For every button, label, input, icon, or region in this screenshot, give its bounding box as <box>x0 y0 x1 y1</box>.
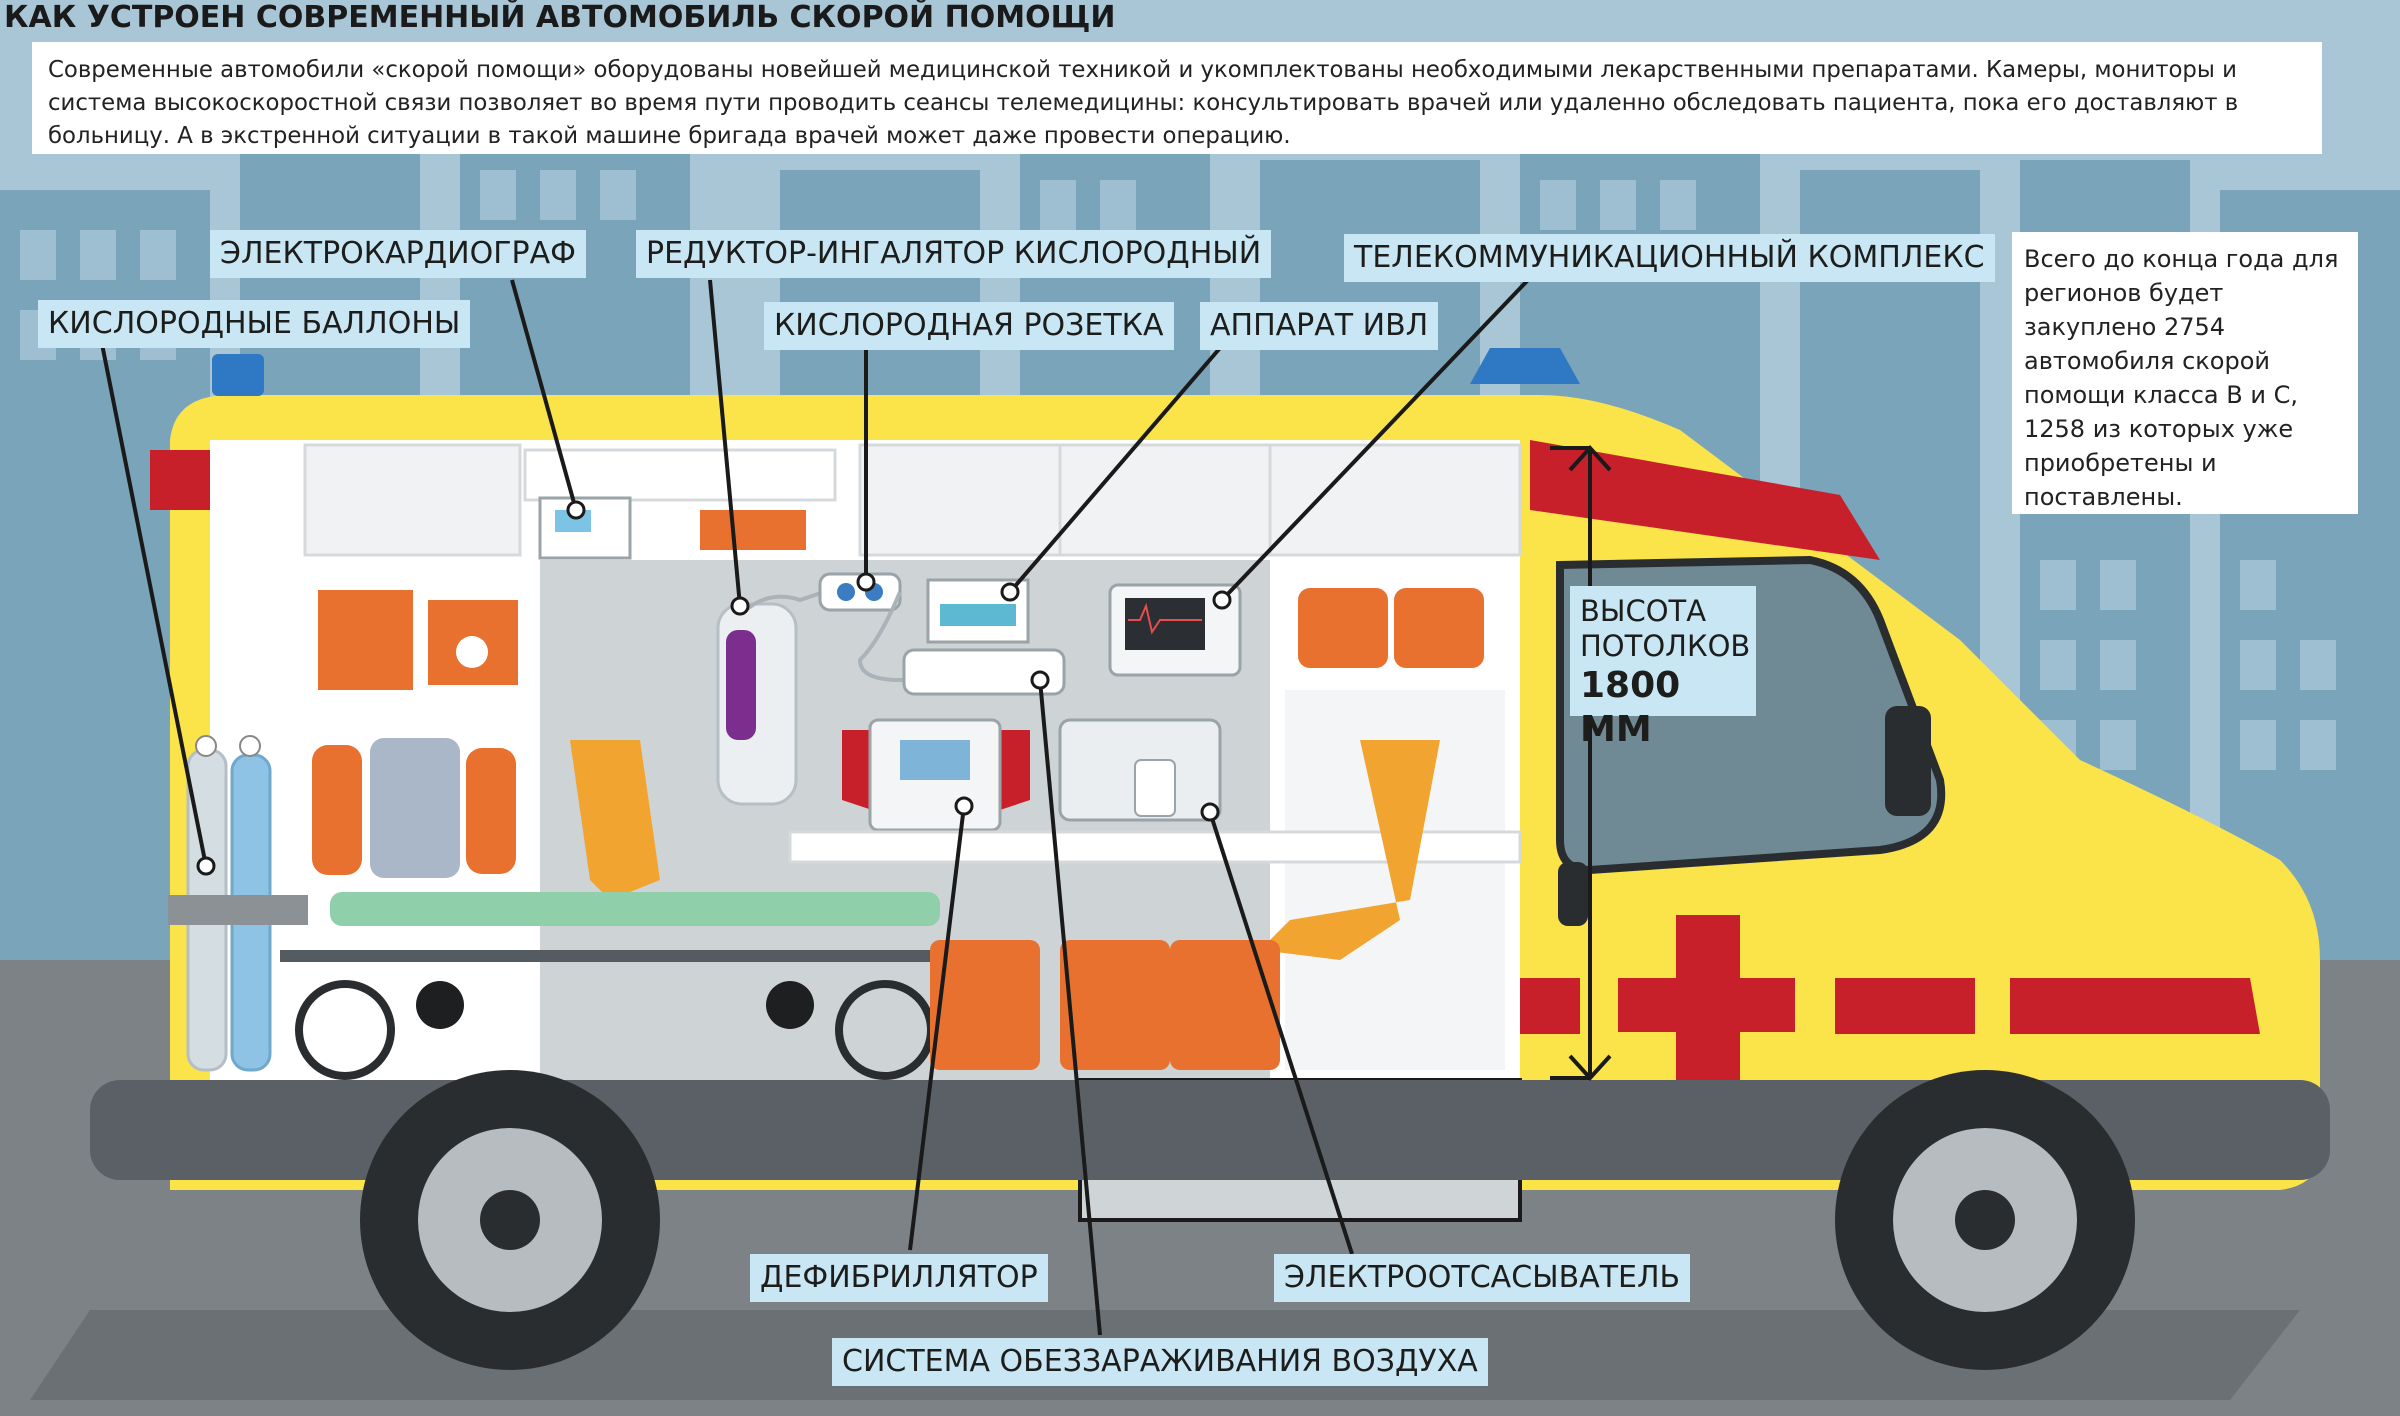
leader-telecom <box>1220 278 1530 602</box>
endpoint-dot <box>730 596 750 616</box>
label-air-disinfection: СИСТЕМА ОБЕЗЗАРАЖИВАНИЯ ВОЗДУХА <box>832 1338 1488 1386</box>
supply-box-shelf <box>700 510 806 550</box>
ecg-trace <box>1128 602 1202 635</box>
hose <box>744 588 831 612</box>
supply-bin <box>1170 940 1280 1070</box>
outlet-port <box>837 583 855 601</box>
label-telecom: ТЕЛЕКОММУНИКАЦИОННЫЙ КОМПЛЕКС <box>1344 234 1995 282</box>
endpoint-dot <box>196 856 216 876</box>
supply-roll-2 <box>466 748 516 874</box>
leader-ventilator <box>1008 346 1222 594</box>
door-handle <box>1558 862 1588 926</box>
endpoint-dot <box>954 796 974 816</box>
label-suction: ЭЛЕКТРООТСАСЫВАТЕЛЬ <box>1274 1254 1691 1302</box>
endpoint-dot <box>566 500 586 520</box>
defibrillator-paddle <box>1000 730 1030 810</box>
label-oxygen-regulator: РЕДУКТОР-ИНГАЛЯТОР КИСЛОРОДНЫЙ <box>636 230 1272 278</box>
leader-defibrillator <box>908 805 966 1251</box>
monitor-screen <box>1125 598 1205 650</box>
supply-bag-left <box>318 590 413 690</box>
cylinder-strap <box>168 895 308 925</box>
supply-bin <box>930 940 1040 1070</box>
leader-oxygen-regulator <box>708 279 742 607</box>
blanket <box>370 738 460 878</box>
supply-bin <box>1060 940 1170 1070</box>
red-stripe <box>1835 978 1975 1034</box>
label-ecg: ЭЛЕКТРОКАРДИОГРАФ <box>210 230 586 278</box>
side-mirror <box>1885 706 1931 816</box>
leader-air-disinfection <box>1038 679 1102 1336</box>
label-defibrillator: ДЕФИБРИЛЛЯТОР <box>750 1254 1048 1302</box>
gauge-icon <box>195 735 217 757</box>
supply-roll <box>312 745 362 875</box>
rear-wheel-hub <box>480 1190 540 1250</box>
stretcher-wheel <box>295 980 395 1080</box>
stretcher-hub <box>766 981 814 1029</box>
label-ventilator: АППАРАТ ИВЛ <box>1200 302 1439 350</box>
regulator-cylinder <box>726 630 756 740</box>
front-wheel-hub <box>1955 1190 2015 1250</box>
red-stripe-front <box>2010 978 2260 1034</box>
stretcher-hub <box>416 981 464 1029</box>
seat-front <box>1260 740 1440 960</box>
leader-lines <box>100 278 1530 1336</box>
beacon-front <box>1470 348 1580 384</box>
red-cross-icon <box>1618 915 1795 1095</box>
leader-oxygen-cylinders <box>100 343 208 867</box>
red-stripe-rear <box>150 450 220 510</box>
shelf-top <box>523 448 837 502</box>
leader-suction <box>1208 811 1354 1255</box>
endpoint-dot <box>856 572 876 592</box>
gauge-icon <box>239 735 261 757</box>
cross-icon <box>456 636 488 668</box>
endpoint-dot <box>1212 590 1232 610</box>
page-title: КАК УСТРОЕН СОВРЕМЕННЫЙ АВТОМОБИЛЬ СКОРО… <box>4 0 1116 35</box>
red-stripe-roof <box>1530 440 1880 560</box>
leader-ecg <box>510 279 578 511</box>
stretcher-frame <box>280 950 940 962</box>
stretcher-mattress <box>330 892 940 926</box>
intro-text: Современные автомобили «скорой помощи» о… <box>32 42 2322 154</box>
air-disinfection-unit <box>902 648 1066 696</box>
procurement-note: Всего до конца года для регионов будет з… <box>2012 232 2358 514</box>
label-oxygen-cylinders: КИСЛОРОДНЫЕ БАЛЛОНЫ <box>38 300 471 348</box>
leader-endpoints <box>196 500 1232 876</box>
endpoint-dot <box>1000 582 1020 602</box>
defibrillator-screen <box>900 740 970 780</box>
upper-cabinets <box>303 443 1522 557</box>
seat-rear <box>570 740 660 900</box>
ceiling-height-caption: ВЫСОТА ПОТОЛКОВ <box>1580 594 1751 663</box>
hose <box>857 591 905 682</box>
ventilator-panel <box>940 604 1016 626</box>
supply-case <box>1298 588 1388 668</box>
defibrillator-paddle <box>842 730 872 810</box>
beacon-rear <box>212 354 264 396</box>
label-oxygen-outlet: КИСЛОРОДНАЯ РОЗЕТКА <box>764 302 1174 350</box>
endpoint-dot <box>1200 802 1220 822</box>
lower-trim <box>90 1080 2330 1180</box>
endpoint-dot <box>1030 670 1050 690</box>
suction-jar <box>1134 759 1176 817</box>
red-stripe <box>1520 978 1580 1034</box>
ceiling-height-value: 1800 ММ <box>1580 665 1681 750</box>
supply-case <box>1394 588 1484 668</box>
ceiling-height-callout: ВЫСОТА ПОТОЛКОВ 1800 ММ <box>1570 586 1756 750</box>
